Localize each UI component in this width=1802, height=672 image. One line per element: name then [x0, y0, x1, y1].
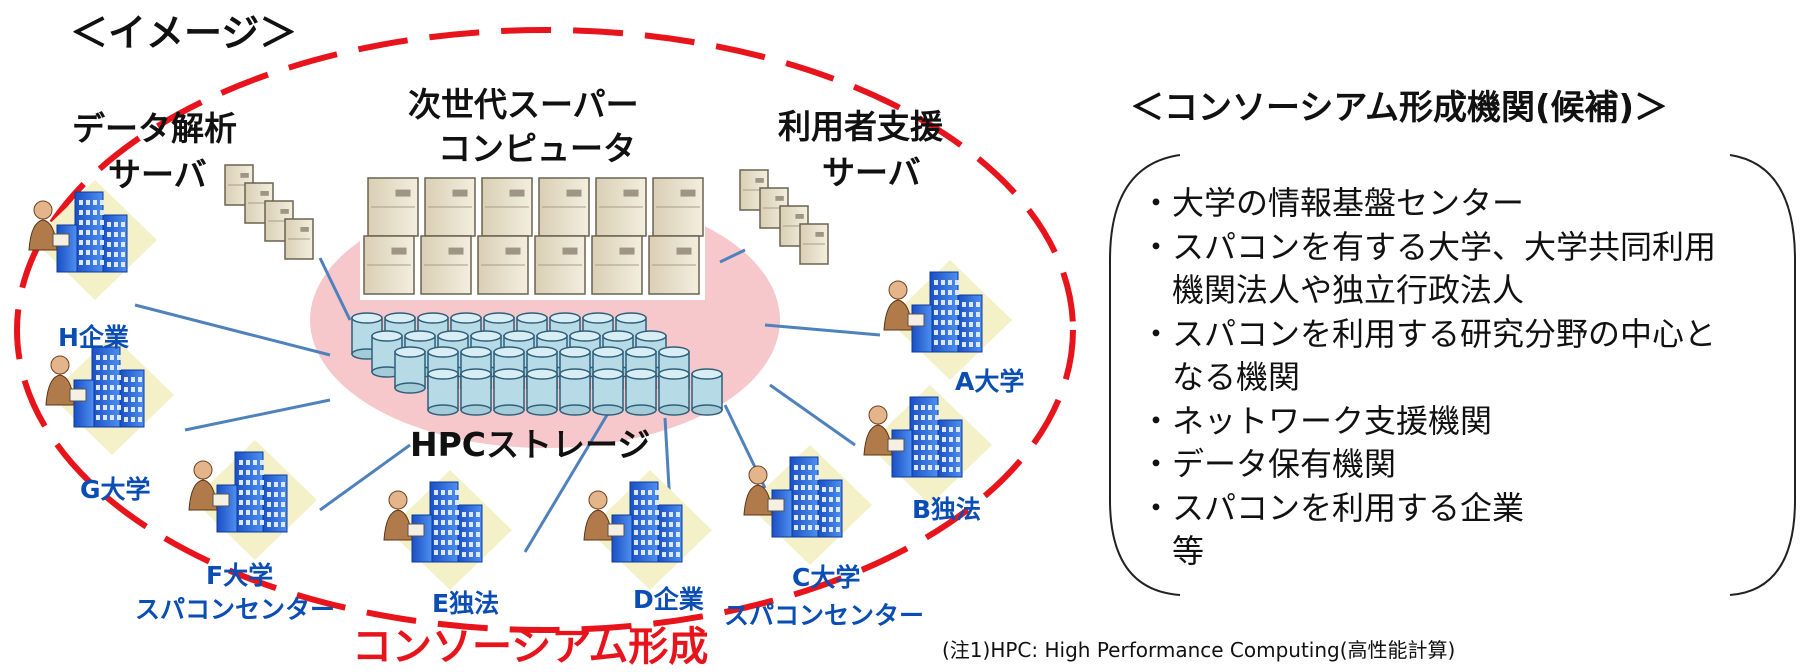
consortium-label: コンソーシアム形成: [352, 624, 709, 670]
org-icon-g: [45, 335, 174, 455]
org-icon-c: [743, 445, 872, 565]
org-label-b: B独法: [912, 495, 982, 524]
org-icon-f: [188, 440, 317, 560]
org-label-f-1: F大学: [206, 561, 274, 590]
candidate-item: ・ネットワーク支援機関: [1140, 401, 1493, 440]
storage-label: HPCストレージ: [410, 425, 651, 464]
org-icon-b: [863, 385, 992, 505]
support-server-label-2: サーバ: [822, 153, 921, 192]
support-server-icon: [739, 169, 829, 265]
candidate-item: ・大学の情報基盤センター: [1140, 184, 1525, 222]
page-title: ＜イメージ＞: [70, 11, 298, 55]
candidates-title: ＜コンソーシアム形成機関(候補)＞: [1130, 88, 1669, 128]
storage-icon: [351, 312, 723, 416]
org-label-g: G大学: [80, 475, 151, 504]
org-icon-h: [28, 180, 157, 300]
candidate-item: ・スパコンを利用する企業: [1140, 488, 1525, 527]
candidate-item-cont: 機関法人や独立行政法人: [1172, 271, 1525, 309]
candidate-item-cont: なる機関: [1172, 358, 1301, 396]
supercomputer-icon: [360, 175, 705, 300]
org-icon-a: [883, 260, 1012, 380]
candidates-list: ・大学の情報基盤センター ・スパコンを有する大学、大学共同利用 機関法人や独立行…: [1140, 182, 1716, 574]
data-server-icon: [224, 164, 314, 260]
org-label-c-1: C大学: [792, 563, 861, 592]
supercomputer-label-1: 次世代スーパー: [408, 85, 639, 124]
candidate-item: ・スパコンを利用する研究分野の中心と: [1140, 314, 1717, 353]
candidates-left-bracket: [1109, 154, 1181, 596]
candidate-item: ・データ保有機関: [1140, 445, 1397, 483]
candidate-item: ・スパコンを有する大学、大学共同利用: [1140, 227, 1717, 266]
candidates-right-bracket: [1729, 154, 1796, 596]
org-label-h: H企業: [58, 323, 129, 352]
data-server-label-1: データ解析: [72, 109, 237, 148]
org-icon-e: [383, 470, 512, 590]
org-label-e: E独法: [432, 589, 500, 618]
org-label-f-2: スパコンセンター: [135, 595, 336, 624]
org-label-a: A大学: [955, 367, 1025, 396]
org-label-c-2: スパコンセンター: [724, 601, 925, 630]
org-icon-d: [583, 470, 712, 590]
supercomputer-label-2: コンピュータ: [438, 129, 636, 168]
candidate-item-cont: 等: [1172, 532, 1205, 570]
footnote: (注1)HPC: High Performance Computing(高性能計…: [942, 638, 1456, 662]
consortium-boundary: [14, 27, 1076, 633]
support-server-label-1: 利用者支援: [778, 107, 943, 146]
data-server-label-2: サーバ: [108, 155, 207, 194]
org-label-d: D企業: [633, 585, 704, 614]
connection-lines: [134, 248, 881, 553]
